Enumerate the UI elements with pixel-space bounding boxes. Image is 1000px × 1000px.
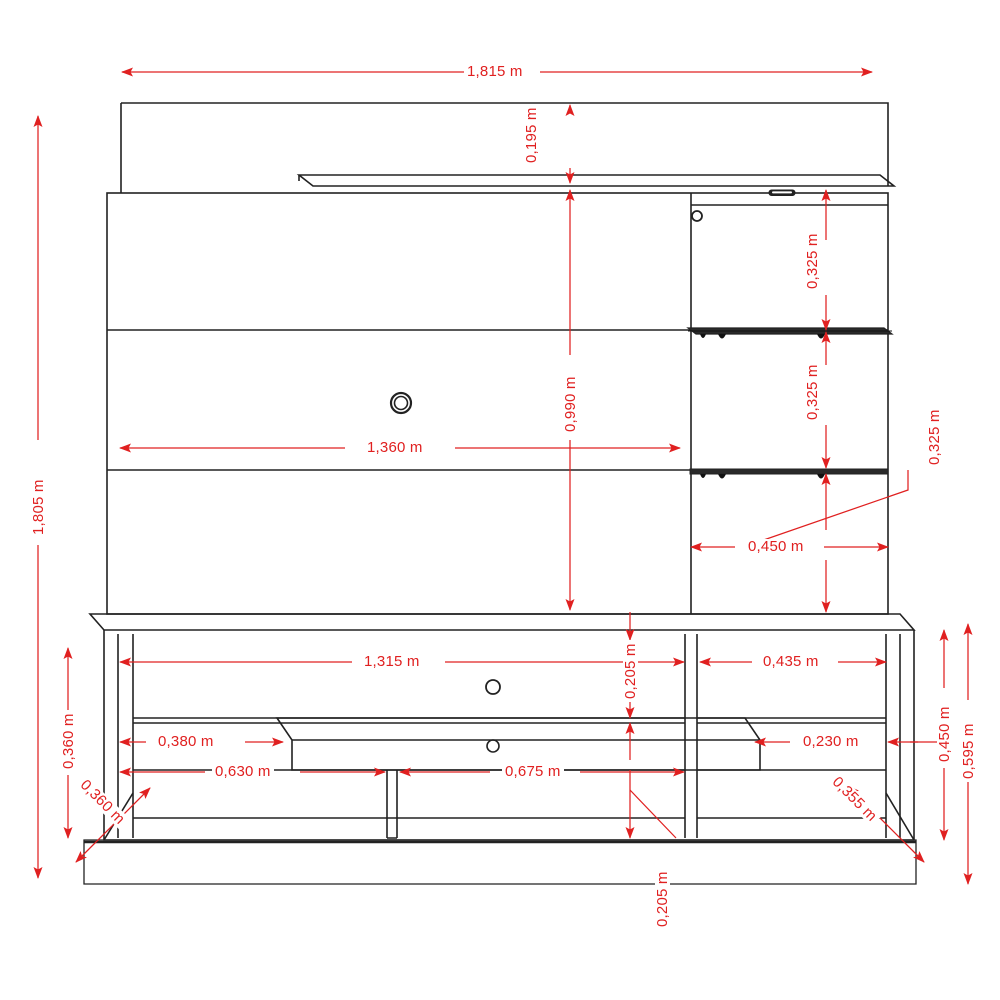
- dim-label-niche-width: 0,450 m: [745, 539, 807, 554]
- dim-niche-leader: [751, 470, 909, 545]
- dim-label-drawer-left-offset: 0,380 m: [155, 734, 217, 749]
- dim-label-panel-height: 0,990 m: [562, 373, 579, 435]
- cabinet-knob-icon: [485, 679, 501, 695]
- dim-label-top-gap: 0,195 m: [523, 104, 540, 166]
- dim-label-lower-center-span: 0,675 m: [502, 764, 564, 779]
- dim-label-cabinet-upper-height: 0,205 m: [622, 640, 639, 702]
- drawer-handle-icon: [768, 189, 796, 196]
- shelf-bracket-icon: [817, 474, 825, 479]
- dim-label-panel-width: 1,360 m: [364, 440, 426, 455]
- shelf-bracket-icon: [817, 334, 825, 339]
- dim-label-overall-width: 1,815 m: [464, 64, 526, 79]
- niche-shelf-upper: [686, 327, 894, 339]
- top-floating-shelf: [296, 174, 897, 187]
- dim-label-niche-bottom: 0,325 m: [926, 406, 943, 468]
- dim-label-cabinet-total-height: 0,595 m: [960, 720, 977, 782]
- dim-label-cabinet-body-height: 0,450 m: [936, 703, 953, 765]
- dim-label-drawer-right-offset: 0,230 m: [800, 734, 862, 749]
- cabinet-center-leg: [386, 770, 398, 839]
- door-knob-icon: [691, 210, 703, 222]
- dim-label-niche-top: 0,325 m: [804, 230, 821, 292]
- shelf-bracket-icon: [718, 334, 726, 339]
- shelf-bracket-icon: [700, 474, 706, 478]
- dim-label-overall-height: 1,805 m: [30, 476, 47, 538]
- shelf-bracket-icon: [718, 474, 726, 479]
- dim-label-cabinet-left-span: 1,315 m: [361, 654, 423, 669]
- dim-label-niche-middle: 0,325 m: [804, 361, 821, 423]
- dim-label-cabinet-right-span: 0,435 m: [760, 654, 822, 669]
- base-plinth: [83, 839, 917, 885]
- dim-label-lower-left-span: 0,630 m: [212, 764, 274, 779]
- niche-shelf-lower: [689, 468, 889, 479]
- top-back-panel-outline: [121, 102, 889, 186]
- cable-grommet-icon: [389, 391, 413, 415]
- shelf-bracket-icon: [700, 334, 706, 338]
- cabinet-top-board: [88, 613, 916, 631]
- cabinet-knob-icon: [486, 739, 500, 753]
- dimension-lines: [33, 67, 973, 885]
- dim-label-cabinet-lower-height: 0,205 m: [654, 868, 671, 930]
- dim-label-base-height-left: 0,360 m: [60, 710, 77, 772]
- dim-0205-leader: [629, 789, 677, 839]
